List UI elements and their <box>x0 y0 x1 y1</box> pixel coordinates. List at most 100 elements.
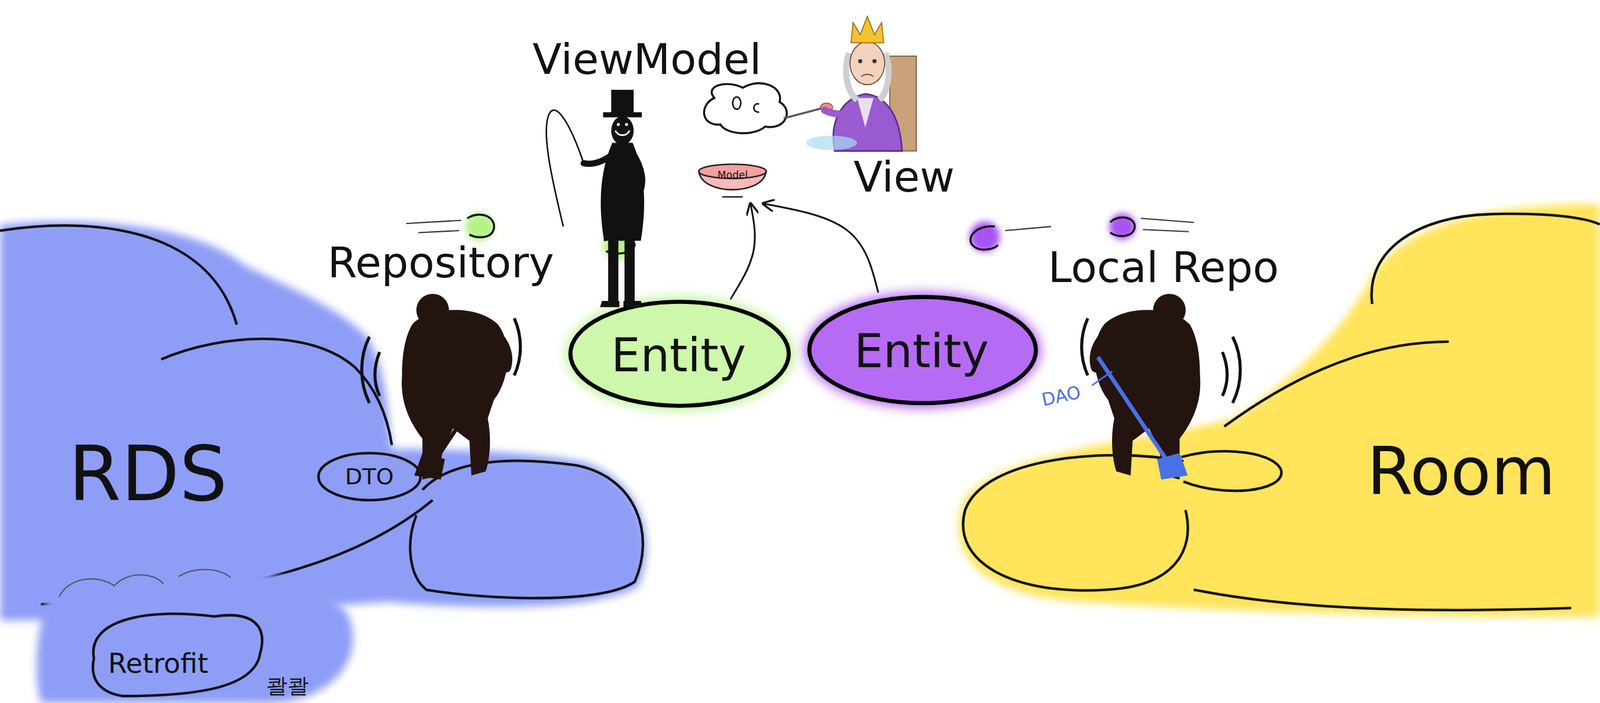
smoke-line <box>59 569 231 598</box>
bowl-foot <box>722 196 743 199</box>
viewmodel-figure <box>611 89 634 115</box>
flying-chunk <box>1109 213 1194 241</box>
node-text: DTO <box>344 465 394 488</box>
digger-figure <box>487 328 508 368</box>
feeding-hand <box>703 83 787 134</box>
digger-figure <box>361 293 521 480</box>
flying-chunk <box>406 212 495 241</box>
digger-figure <box>361 318 521 403</box>
digger-figure <box>1156 453 1188 480</box>
label-holder: DAO <box>1041 387 1081 406</box>
outline-stroke <box>1224 341 1450 427</box>
label-text: DAO <box>1040 383 1083 409</box>
blob-fill <box>36 563 354 703</box>
blob-fill <box>958 204 1600 618</box>
leader-line <box>1091 371 1113 386</box>
outline-stroke <box>1193 589 1572 611</box>
king-figure <box>861 74 874 77</box>
node-text: Retrofit <box>108 650 209 678</box>
label-holder: Local Repo <box>1048 246 1279 289</box>
node-text: Room <box>1366 438 1556 505</box>
entity-blob: Entity <box>803 291 1043 410</box>
digger-figure <box>1097 357 1168 462</box>
digger-figure <box>434 357 504 462</box>
digger-figure <box>1094 309 1201 480</box>
bowl-shape: Model <box>696 163 769 200</box>
flying-chunk <box>467 214 494 238</box>
king-figure <box>849 41 885 85</box>
king-figure <box>872 59 877 64</box>
node-text: Entity <box>854 328 989 375</box>
label-holder: 콸콸 <box>266 675 309 697</box>
viewmodel-figure <box>608 238 619 303</box>
viewmodel-figure <box>615 130 630 136</box>
viewmodel-figure <box>624 238 635 303</box>
viewmodel-figure <box>546 89 645 308</box>
label-text: Repository <box>327 241 555 284</box>
flying-chunk <box>969 221 1001 252</box>
king-figure <box>806 16 917 152</box>
cloud-blob: Retrofit <box>40 559 368 703</box>
feeding-hand <box>732 97 742 110</box>
ellipse-outline <box>318 453 421 500</box>
blob-outline <box>570 302 789 407</box>
blob-fill <box>0 221 647 621</box>
feeding-hand <box>783 108 823 119</box>
digger-figure <box>1081 318 1241 403</box>
feeding-hand <box>703 83 833 134</box>
blob-outline <box>809 296 1036 404</box>
label-text: View <box>853 155 955 199</box>
flying-chunk <box>465 212 494 241</box>
flying-chunk <box>1140 218 1195 232</box>
flying-chunk <box>406 220 462 234</box>
blob-glow <box>805 292 1040 407</box>
node-text: Entity <box>611 332 746 379</box>
king-figure <box>857 98 874 128</box>
outline-stroke <box>0 225 237 325</box>
blob-glow <box>566 298 793 411</box>
entity-blob: Entity <box>564 295 795 413</box>
viewmodel-figure <box>616 123 620 126</box>
king-figure <box>806 136 858 151</box>
outline-stroke <box>963 455 1189 591</box>
outline-stroke <box>410 460 643 599</box>
label-holder: View <box>853 155 955 199</box>
flying-chunk <box>969 221 1052 252</box>
flying-chunk <box>970 226 998 250</box>
digger-figure <box>414 453 445 480</box>
digger-figure <box>401 309 508 480</box>
cloud-blob-outline <box>40 559 368 703</box>
label-text: Local Repo <box>1048 246 1279 289</box>
viewmodel-figure <box>625 123 629 126</box>
outline-stroke <box>1371 214 1600 305</box>
node-text: Model <box>717 170 748 181</box>
king-figure <box>824 110 843 115</box>
viewmodel-figure <box>546 110 584 227</box>
outline-stroke <box>92 613 263 697</box>
label-text: 콸콸 <box>266 675 309 697</box>
feeding-hand <box>753 104 759 113</box>
king-figure <box>858 59 863 64</box>
label-holder: Repository <box>327 241 555 284</box>
arrow-connector <box>763 203 879 293</box>
node-text: RDS <box>68 436 228 513</box>
viewmodel-figure <box>632 153 643 195</box>
label-text: ViewModel <box>532 37 762 81</box>
digger-figure <box>1094 328 1115 368</box>
king-figure <box>851 16 884 44</box>
bowl-shape-outline <box>696 163 769 200</box>
ellipse-shape: DTO <box>316 451 423 503</box>
digger-figure <box>1081 293 1241 480</box>
viewmodel-figure <box>599 301 643 307</box>
outline-stroke <box>161 338 393 446</box>
label-holder: ViewModel <box>532 37 762 81</box>
flying-chunk <box>1004 226 1052 231</box>
viewmodel-figure <box>583 153 615 164</box>
viewmodel-figure <box>611 116 634 145</box>
outline-stroke <box>1181 451 1282 491</box>
flying-chunk <box>1109 213 1136 241</box>
arrow-connector <box>730 203 756 300</box>
